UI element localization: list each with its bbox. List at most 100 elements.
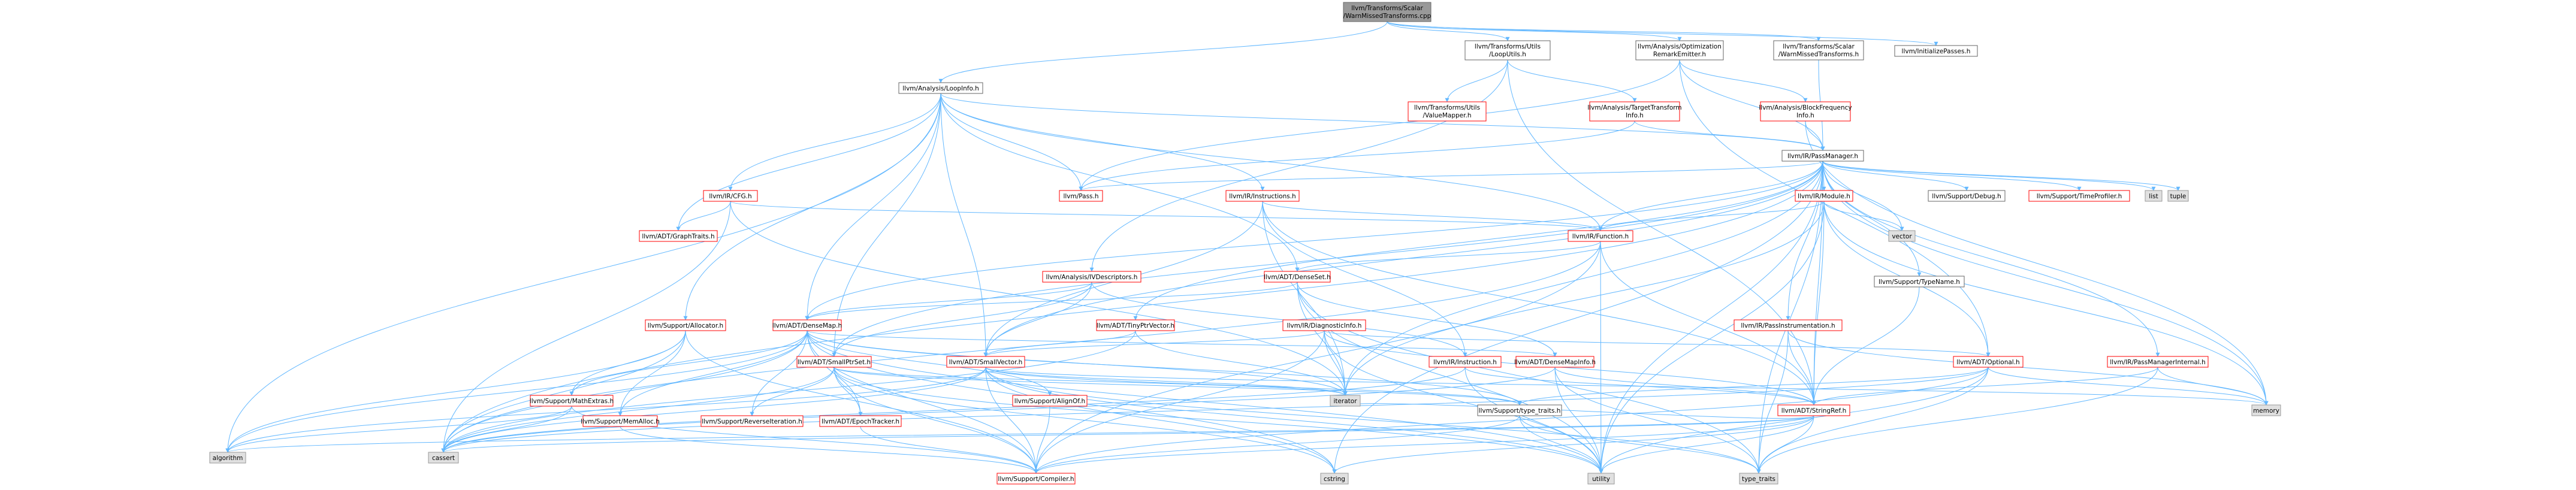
node-stringref[interactable]: llvm/ADT/StringRef.h: [1777, 404, 1850, 416]
node-initpasses[interactable]: llvm/InitializePasses.h: [1894, 45, 1978, 57]
node-label-memalloc: llvm/Support/MemAlloc.h: [581, 418, 660, 425]
node-ivdescriptors[interactable]: llvm/Analysis/IVDescriptors.h: [1042, 271, 1141, 283]
node-optional[interactable]: llvm/ADT/Optional.h: [1953, 356, 2024, 368]
node-smallvector[interactable]: llvm/ADT/SmallVector.h: [946, 356, 1025, 368]
edge-module-to-vector: [1823, 201, 1904, 231]
node-valuemapper[interactable]: llvm/Transforms/Utils/ValueMapper.h: [1408, 101, 1487, 122]
node-reverseiter[interactable]: llvm/Support/ReverseIteration.h: [700, 415, 804, 427]
node-typetraits_h[interactable]: llvm/Support/type_traits.h: [1477, 404, 1562, 416]
edge-mathextras-to-cassert: [441, 406, 572, 453]
node-box-smallptrset: [796, 356, 872, 368]
node-densemapinfo[interactable]: llvm/ADT/DenseMapInfo.h: [1514, 356, 1596, 368]
edge-passmanager-to-typename: [1822, 161, 1922, 277]
node-label-diaginfo: llvm/IR/DiagnosticInfo.h: [1287, 322, 1362, 329]
node-module[interactable]: llvm/IR/Module.h: [1795, 190, 1853, 202]
edge-optional-to-utility: [1599, 367, 1989, 474]
edge-passmanager-to-cassert: [441, 161, 1823, 453]
node-timeprofiler[interactable]: llvm/Support/TimeProfiler.h: [2028, 190, 2130, 202]
edge-densemap-to-cassert: [441, 330, 808, 453]
edge-stringref-to-utility: [1599, 415, 1814, 474]
edge-ivdescriptors-to-smallvector: [983, 282, 1092, 357]
node-loopinfo[interactable]: llvm/Analysis/LoopInfo.h: [898, 82, 983, 94]
node-debug[interactable]: llvm/Support/Debug.h: [1928, 190, 2006, 202]
node-memory: memory: [2251, 404, 2281, 416]
edge-densemapinfo-to-stringref: [1554, 367, 1816, 406]
edge-looputils-to-tti: [1507, 59, 1637, 102]
node-label-typetraits_h: llvm/Support/type_traits.h: [1479, 407, 1561, 415]
node-label-bfi-line2: Info.h: [1796, 112, 1814, 119]
node-denseset[interactable]: llvm/ADT/DenseSet.h: [1264, 271, 1331, 283]
node-label-passmanager: llvm/IR/PassManager.h: [1787, 153, 1858, 160]
node-typename[interactable]: llvm/Support/TypeName.h: [1874, 276, 1965, 288]
node-densemap[interactable]: llvm/ADT/DenseMap.h: [772, 319, 842, 331]
node-tinyptrvector[interactable]: llvm/ADT/TinyPtrVector.h: [1096, 319, 1175, 331]
edge-module-to-function: [1598, 201, 1825, 231]
edge-ivdescriptors-to-smallptrset: [832, 282, 1092, 357]
node-vector: vector: [1888, 230, 1916, 242]
edge-module-to-stringref: [1811, 201, 1825, 406]
edge-looputils-to-ivdescriptors: [1089, 59, 1508, 272]
node-box-epochtracker: [819, 415, 902, 427]
node-function[interactable]: llvm/IR/Function.h: [1568, 230, 1633, 242]
edge-stringref-to-iterator: [1343, 402, 1814, 419]
edge-densemap-to-mathextras: [569, 330, 808, 396]
edge-passmanager-to-stringref: [1811, 161, 1823, 406]
edge-instructions-to-iterator: [1262, 201, 1348, 396]
node-mathextras[interactable]: llvm/Support/MathExtras.h: [530, 395, 614, 407]
node-label-ore-line1: llvm/Analysis/Optimization: [1638, 43, 1722, 50]
node-cfg[interactable]: llvm/IR/CFG.h: [703, 190, 758, 202]
node-allocator[interactable]: llvm/Support/Allocator.h: [645, 319, 726, 331]
edge-denseset-to-densemap: [805, 282, 1298, 320]
edge-passinstr-to-stringref: [1787, 330, 1816, 406]
node-box-utility: [1587, 473, 1615, 485]
node-box-root: [1343, 2, 1432, 22]
node-alignof[interactable]: llvm/Support/AlignOf.h: [1012, 395, 1088, 407]
edge-loopinfo-to-denseset: [940, 93, 1300, 272]
node-compiler[interactable]: llvm/Support/Compiler.h: [996, 473, 1076, 485]
node-passmanager[interactable]: llvm/IR/PassManager.h: [1781, 150, 1864, 162]
node-box-ivdescriptors: [1042, 271, 1141, 283]
node-pass[interactable]: llvm/Pass.h: [1059, 190, 1103, 202]
node-smallptrset[interactable]: llvm/ADT/SmallPtrSet.h: [796, 356, 872, 368]
node-epochtracker[interactable]: llvm/ADT/EpochTracker.h: [819, 415, 902, 427]
node-box-instructions: [1225, 190, 1300, 202]
edge-densemap-to-densemapinfo: [807, 330, 1557, 357]
edge-denseset-to-densemapinfo: [1297, 282, 1557, 357]
node-looputils[interactable]: llvm/Transforms/Utils/LoopUtils.h: [1464, 40, 1551, 61]
node-passinstr[interactable]: llvm/IR/PassInstrumentation.h: [1734, 319, 1843, 331]
edge-passmanager-to-list: [1822, 161, 2156, 191]
node-box-module: [1795, 190, 1853, 202]
node-box-initpasses: [1894, 45, 1978, 57]
edge-densemap-to-memalloc: [618, 330, 808, 416]
node-root: llvm/Transforms/Scalar/WarnMissedTransfo…: [1343, 2, 1432, 22]
node-ore[interactable]: llvm/Analysis/OptimizationRemarkEmitter.…: [1635, 40, 1724, 61]
node-diaginfo[interactable]: llvm/IR/DiagnosticInfo.h: [1282, 319, 1366, 331]
node-pmi[interactable]: llvm/IR/PassManagerInternal.h: [2107, 356, 2209, 368]
edge-loopinfo-to-cfg: [728, 93, 941, 191]
edge-ivdescriptors-to-densemap: [805, 282, 1092, 320]
edge-smallvector-to-memory: [985, 367, 2269, 406]
node-box-tuple: [2167, 190, 2189, 202]
node-instructions[interactable]: llvm/IR/Instructions.h: [1225, 190, 1300, 202]
node-wmt_h[interactable]: llvm/Transforms/Scalar/WarnMissedTransfo…: [1773, 40, 1864, 61]
edge-typetraits_h-to-utility: [1519, 415, 1603, 474]
node-instruction[interactable]: llvm/IR/Instruction.h: [1429, 356, 1502, 368]
edge-diaginfo-to-utility: [1324, 330, 1603, 474]
edge-passmanager-to-iterator: [1343, 161, 1823, 396]
node-type_traits: type_traits: [1739, 473, 1778, 485]
node-memalloc[interactable]: llvm/Support/MemAlloc.h: [581, 415, 660, 427]
node-box-algorithm: [209, 452, 246, 464]
edge-denseset-to-iterator: [1297, 282, 1348, 396]
edge-smallptrset-to-cstring: [833, 367, 1337, 474]
node-graphtraits[interactable]: llvm/ADT/GraphTraits.h: [639, 230, 718, 242]
node-box-reverseiter: [700, 415, 804, 427]
edge-alignof-to-compiler: [1034, 406, 1050, 474]
node-label-bfi-line1: llvm/Analysis/BlockFrequency: [1759, 104, 1852, 111]
node-label-module: llvm/IR/Module.h: [1798, 193, 1850, 200]
node-box-mathextras: [530, 395, 614, 407]
edge-passmanager-to-smallptrset: [832, 161, 1823, 357]
edge-loopinfo-to-passmanager: [940, 93, 1825, 151]
